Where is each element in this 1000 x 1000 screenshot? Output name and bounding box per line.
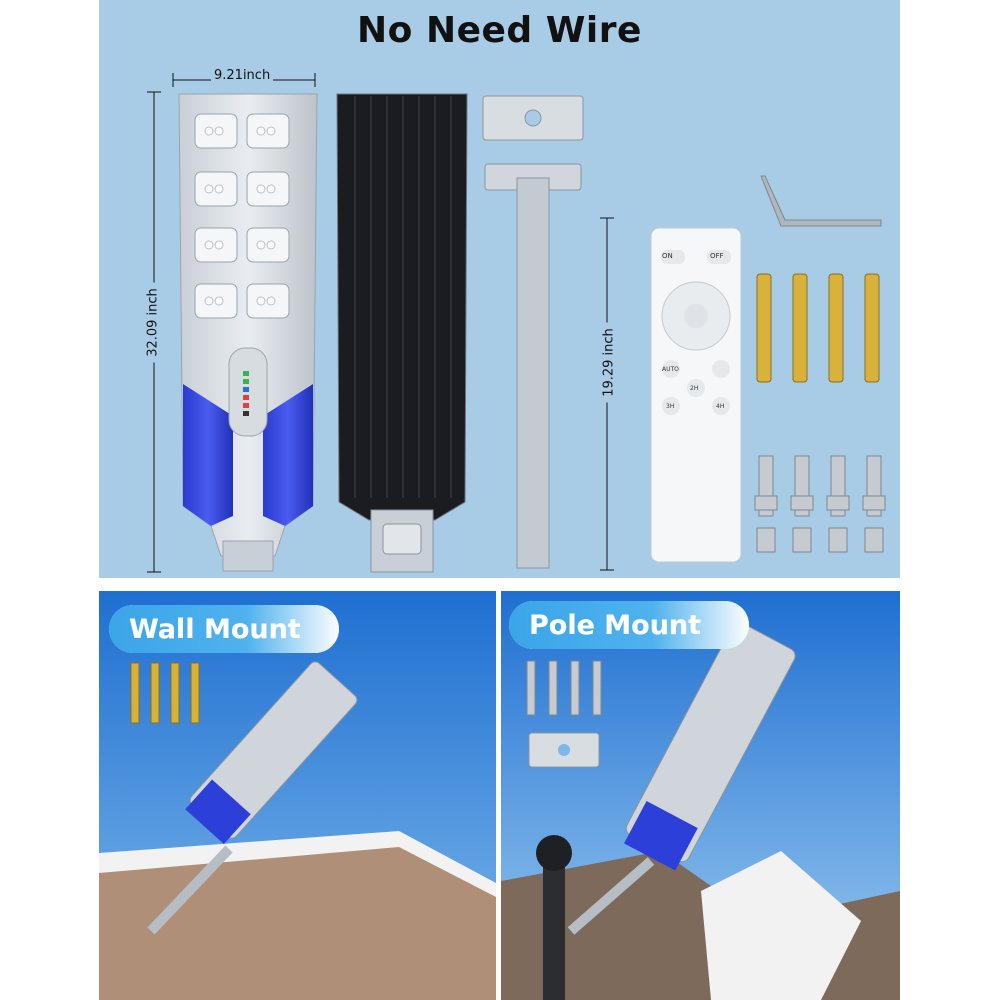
- remote-auto-label: AUTO: [662, 366, 679, 373]
- pole-mount-label: Pole Mount: [529, 609, 702, 641]
- remote-on-label: ON: [662, 252, 673, 260]
- wall-mount-pill: Wall Mount: [109, 605, 339, 653]
- screws-image: [754, 455, 886, 553]
- remote-3h-label: 3H: [666, 403, 675, 410]
- product-overview-panel: No Need Wire 9.21inch 32.09 inch: [99, 0, 900, 578]
- remote-control-image: [650, 227, 742, 563]
- pole-mount-panel: Pole Mount: [501, 591, 900, 1000]
- wall-mount-label: Wall Mount: [129, 613, 301, 645]
- headline: No Need Wire: [357, 10, 642, 51]
- mounting-arm-image: [482, 95, 584, 569]
- hex-key-image: [760, 175, 882, 227]
- remote-4h-label: 4H: [716, 403, 725, 410]
- pole-mount-pill: Pole Mount: [509, 601, 749, 649]
- pole-mount-scene: [501, 591, 900, 1000]
- remote-off-label: OFF: [710, 252, 724, 260]
- pole-length-label: 19.29 inch: [601, 322, 617, 403]
- wall-mount-scene: [99, 591, 496, 1000]
- street-light-front-image: [178, 93, 318, 572]
- width-label: 9.21inch: [211, 68, 274, 83]
- remote-2h-label: 2H: [690, 385, 699, 392]
- wall-mount-panel: Wall Mount: [99, 591, 496, 1000]
- solar-panel-back-image: [336, 93, 468, 573]
- expansion-bolts-image: [756, 273, 880, 383]
- height-label: 32.09 inch: [145, 282, 161, 363]
